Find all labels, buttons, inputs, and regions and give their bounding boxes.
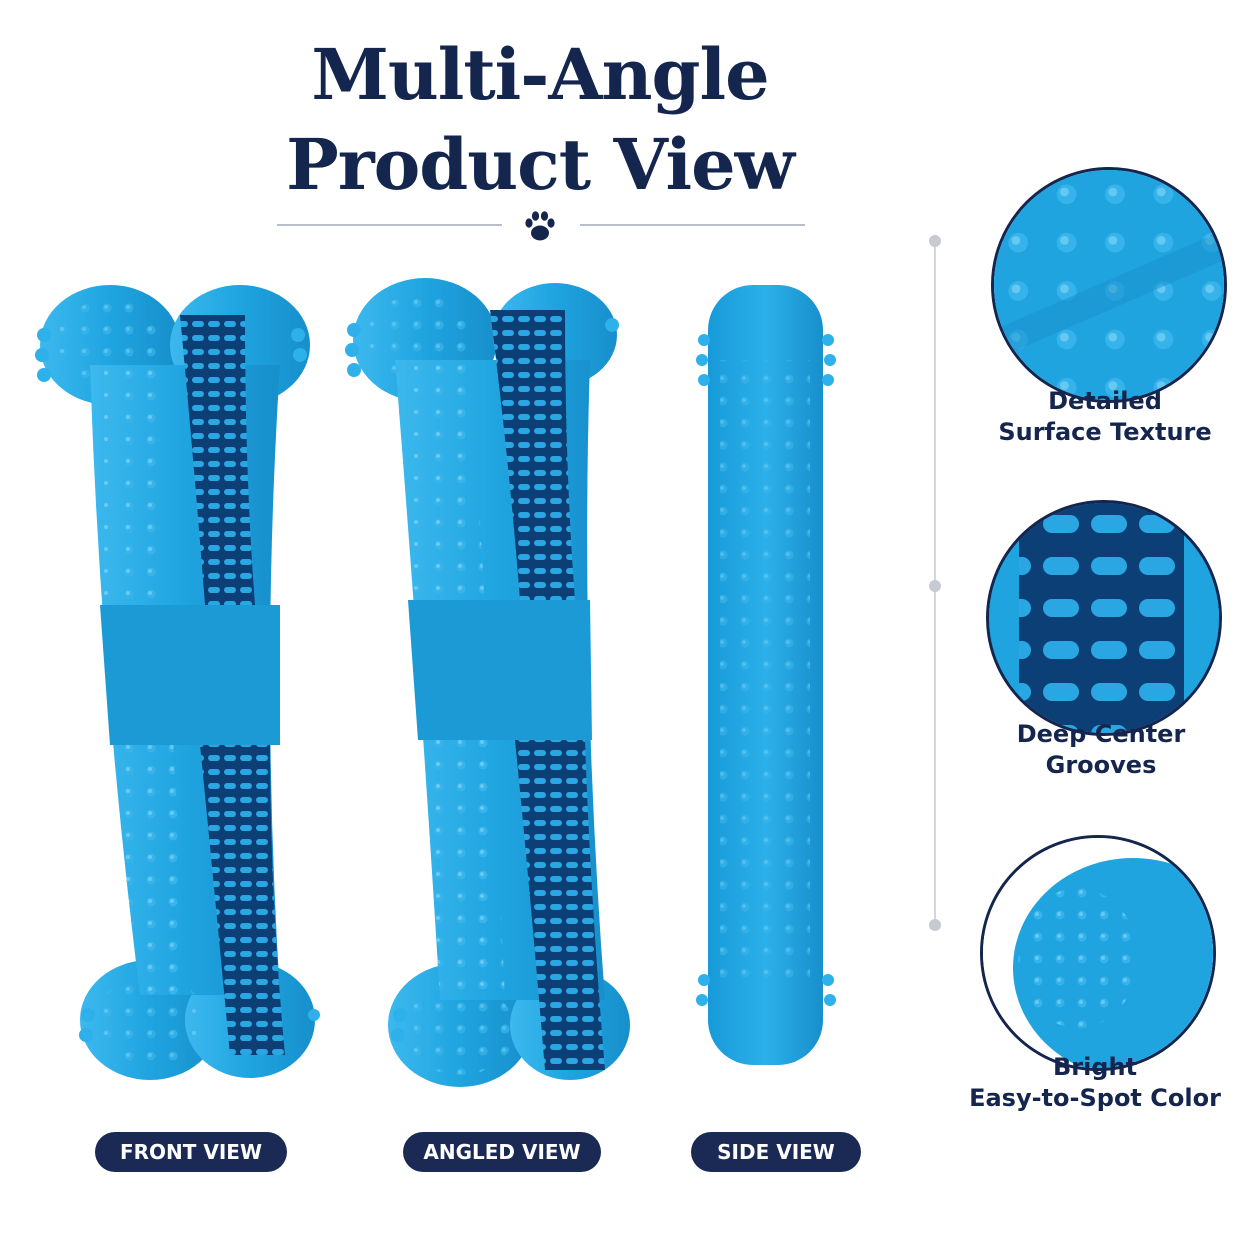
timeline-dot: [929, 919, 941, 931]
caption-line: Bright: [1052, 1053, 1138, 1081]
page-title: Multi-Angle Product View: [200, 30, 880, 210]
timeline-dot: [929, 235, 941, 247]
caption-line: Easy-to-Spot Color: [969, 1084, 1221, 1112]
detail-caption-color: Bright Easy-to-Spot Color: [955, 1052, 1235, 1114]
divider-right: [580, 224, 805, 226]
caption-line: Detailed: [1048, 387, 1162, 415]
caption-line: Grooves: [1045, 751, 1157, 779]
side-view-image: [696, 285, 836, 1065]
title-line-2: Product View: [286, 123, 795, 206]
detail-caption-texture: Detailed Surface Texture: [980, 386, 1230, 448]
caption-line: Surface Texture: [998, 418, 1212, 446]
caption-line: Deep Center: [1016, 720, 1186, 748]
divider-left: [277, 224, 502, 226]
angled-view-label: ANGLED VIEW: [403, 1132, 601, 1172]
side-view-label: SIDE VIEW: [691, 1132, 861, 1172]
detail-caption-grooves: Deep Center Grooves: [976, 719, 1226, 781]
surface-texture-closeup: [991, 167, 1227, 403]
bright-color-closeup: [980, 835, 1216, 1071]
angled-view-image: [345, 278, 630, 1087]
front-view-image: [35, 285, 320, 1080]
title-line-1: Multi-Angle: [311, 33, 769, 116]
center-grooves-closeup: [986, 500, 1222, 736]
timeline-dot: [929, 580, 941, 592]
front-view-label: FRONT VIEW: [95, 1132, 287, 1172]
paw-icon: [525, 211, 555, 241]
